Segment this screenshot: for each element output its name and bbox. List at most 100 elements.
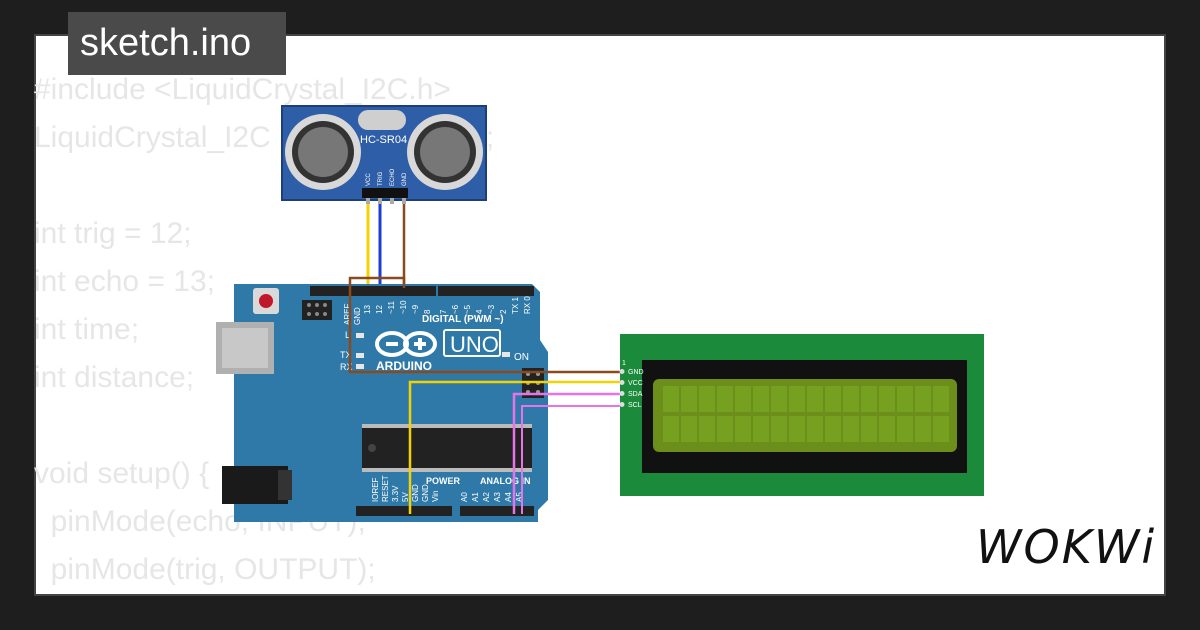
lcd-cell (933, 416, 949, 442)
lcd-character-cells (663, 386, 949, 442)
lcd-cell (897, 386, 913, 412)
lcd-wires (348, 276, 622, 514)
pin-label-aref: AREF (343, 304, 352, 325)
pin-label-digital: ~9 (411, 304, 420, 314)
code-line: pinMode(trig, OUTPUT); (34, 553, 376, 586)
arduino-logo-icon (375, 331, 437, 357)
lcd-cell (879, 386, 895, 412)
lcd-cell (897, 416, 913, 442)
digital-header-left (310, 286, 436, 296)
pin-label-power: 3.3V (391, 485, 400, 502)
lcd-cell (735, 386, 751, 412)
wokwi-logo: WOKWi (976, 520, 1157, 574)
pin-label-digital: ~11 (387, 300, 396, 314)
lcd-cell (789, 386, 805, 412)
pin-label-gnd: GND (353, 307, 362, 325)
pin-label-digital: ~10 (399, 300, 408, 314)
lcd-cell (663, 416, 679, 442)
pin-label-digital: 13 (363, 305, 372, 314)
lcd-cell (681, 386, 697, 412)
lcd-cell (717, 416, 733, 442)
lcd-pin (619, 402, 625, 407)
pin-label-analog: A0 (460, 492, 469, 502)
pin-label-digital: 12 (375, 305, 384, 314)
pin-label-digital: 8 (423, 309, 432, 314)
lcd-cell (789, 416, 805, 442)
lcd-cell (735, 416, 751, 442)
lcd-pin-label: VCC (628, 380, 643, 387)
sensor-wires (366, 202, 406, 288)
lcd-pin-label: SDA (628, 391, 643, 398)
lcd-cell (753, 386, 769, 412)
pin-label-analog: A5 (515, 492, 524, 502)
led-rx-label: RX (340, 362, 353, 372)
sensor-pin-label: ECHO (390, 168, 396, 186)
pin-label-digital: 4 (475, 309, 484, 314)
digital-header-right (438, 286, 534, 296)
pin-label-power: IOREF (371, 477, 380, 502)
atmega-chip (362, 428, 532, 468)
pin-label-digital: ~5 (463, 304, 472, 314)
pin-label-analog: A2 (482, 492, 491, 502)
pin-label-analog: A3 (493, 492, 502, 502)
code-line: int trig = 12; (34, 217, 192, 250)
lcd-cell (753, 416, 769, 442)
power-label: POWER (426, 476, 461, 486)
lcd-cell (915, 386, 931, 412)
on-label: ON (514, 352, 529, 363)
power-jack (222, 466, 288, 504)
analog-header (460, 506, 534, 516)
arduino-brand-label: ARDUINO (376, 359, 432, 373)
lcd-pin-label: SCL (628, 402, 642, 409)
code-line: #include <LiquidCrystal_I2C.h> (34, 73, 451, 106)
digital-label: DIGITAL (PWM ~) (422, 314, 504, 325)
lcd-cell (843, 416, 859, 442)
power-header (356, 506, 452, 516)
lcd-cell (699, 416, 715, 442)
lcd-cell (807, 416, 823, 442)
pin-label-power: GND (421, 484, 430, 502)
pin-label-power: 5V (401, 492, 410, 502)
code-line: int time; (34, 313, 140, 346)
lcd-cell (825, 386, 841, 412)
icsp-header (302, 300, 332, 320)
lcd-pin-number: 1 (622, 360, 626, 367)
lcd-pin (619, 391, 625, 396)
pin-label-power: GND (411, 484, 420, 502)
code-line: void setup() { (34, 457, 210, 490)
arduino-model-label: UNO (450, 332, 499, 357)
code-line: int echo = 13; (34, 265, 215, 298)
pin-label-analog: A4 (504, 492, 513, 502)
led-l-label: L (345, 330, 350, 340)
sensor-pin-label: GND (402, 172, 408, 186)
lcd-cell (861, 416, 877, 442)
pin-label-digital: 7 (439, 309, 448, 314)
lcd-cell (771, 416, 787, 442)
pin-label-power: RESET (381, 475, 390, 502)
pin-label-digital: ~6 (451, 304, 460, 314)
lcd-cell (717, 386, 733, 412)
hc-sr04-sensor[interactable]: HC-SR04 (281, 105, 487, 204)
lcd-pin (619, 380, 625, 385)
sensor-pin-label: TRIG (378, 171, 384, 186)
sketch-title-tag: sketch.ino (68, 12, 286, 75)
pin-label-digital: RX 0 (523, 296, 532, 314)
arduino-uno-board[interactable] (216, 284, 548, 522)
pin-label-digital: ~3 (487, 304, 496, 314)
pin-label-digital: 2 (499, 309, 508, 314)
pin-label-analog: A1 (471, 492, 480, 502)
lcd-cell (681, 416, 697, 442)
pin-label-power: Vin (431, 491, 440, 502)
lcd-1602-i2c[interactable] (620, 334, 984, 496)
lcd-cell (879, 416, 895, 442)
code-line: int distance; (34, 361, 195, 394)
lcd-cell (933, 386, 949, 412)
analog-label: ANALOG IN (480, 476, 531, 486)
pin-label-digital: TX 1 (511, 297, 520, 314)
lcd-cell (807, 386, 823, 412)
lcd-cell (861, 386, 877, 412)
